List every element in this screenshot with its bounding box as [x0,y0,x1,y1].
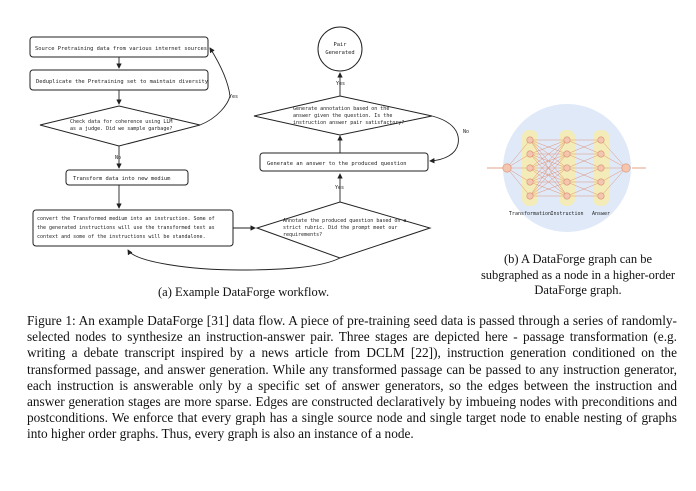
network-label-transformation: Transformation [509,211,551,217]
network-edge [566,181,602,197]
svg-text:Check data for coherence using: Check data for coherence using LLM [70,119,172,125]
network-node [597,150,605,158]
network-edge [566,153,602,169]
network-source-node [502,163,512,173]
network-node [563,136,571,144]
svg-text:Transform data into new medium: Transform data into new medium [73,176,170,182]
network-graph: Transformation Instruction Answer [487,104,646,232]
network-node [526,164,534,172]
network-node [563,192,571,200]
label-yes-annotate: Yes [335,185,344,191]
box-transform: Transform data into new medium [65,169,189,186]
network-target-node [621,163,631,173]
label-no-coherence: No [115,155,121,161]
network-node [563,150,571,158]
svg-text:context and some of the instru: context and some of the instructions wil… [37,234,206,240]
svg-text:Deduplicate the Pretraining se: Deduplicate the Pretraining set to maint… [36,79,209,85]
network-edge [566,139,602,155]
box-convert-instruction: convert the Transformed medium into an i… [32,209,234,247]
svg-text:requirements?: requirements? [283,232,322,238]
svg-text:convert the Transformed medium: convert the Transformed medium into an i… [37,216,215,222]
network-node [597,192,605,200]
network-edge [600,167,627,197]
network-node [526,136,534,144]
svg-text:Source Pretraining data from v: Source Pretraining data from various int… [35,46,207,52]
network-node [597,178,605,186]
svg-text:Generate an answer to the prod: Generate an answer to the produced quest… [267,161,407,167]
svg-text:Generate annotation based on t: Generate annotation based on the [293,106,389,112]
svg-text:Annotate the produced question: Annotate the produced question based on … [283,218,406,224]
network-edge [529,167,568,197]
network-edge [506,167,531,197]
dataforge-workflow-figure: Source Pretraining data from various int… [29,26,646,271]
network-node [526,192,534,200]
svg-text:as a judge. Did we sample garb: as a judge. Did we sample garbage? [70,126,172,132]
network-node [563,164,571,172]
network-node [597,164,605,172]
diamond-coherence: Check data for coherence using LLM as a … [39,105,201,147]
label-no-answer: No [463,129,469,135]
network-edge [506,139,531,169]
box-deduplicate: Deduplicate the Pretraining set to maint… [29,69,209,91]
diamond-answer-check: Generate annotation based on the answer … [253,95,433,136]
network-edge [529,139,568,155]
network-edge [600,139,627,169]
network-edge [529,139,568,183]
svg-text:answer given the question. Is: answer given the question. Is the [293,113,392,119]
figure-caption: Figure 1: An example DataForge [31] data… [27,313,677,442]
label-yes-answer: Yes [336,81,345,87]
network-edge [529,181,568,197]
circle-pair-generated: Pair Generated [317,26,363,72]
network-label-instruction: Instruction [550,211,583,217]
network-edge [600,153,627,169]
network-edge [529,139,568,169]
subcaption-a: (a) Example DataForge workflow. [158,285,330,299]
network-edge [529,139,568,197]
box-generate-answer: Generate an answer to the produced quest… [259,152,429,172]
network-node [597,136,605,144]
svg-text:Pair: Pair [334,42,348,48]
network-edge [600,167,627,183]
svg-text:instruction answer pair satisf: instruction answer pair satisfactory? [293,120,404,126]
label-yes-coherence: Yes [229,94,238,100]
svg-text:Generated: Generated [325,50,354,56]
subcaption-b: (b) A DataForge graph can be subgraphed … [480,252,676,297]
network-node [526,150,534,158]
network-node [563,178,571,186]
svg-text:the generated instructions wil: the generated instructions will use the … [37,225,215,231]
network-label-answer: Answer [592,211,610,217]
svg-text:strict rubric. Did the prompt: strict rubric. Did the prompt meet our [283,225,397,231]
network-edge [566,167,602,183]
network-edge [529,153,568,197]
box-source: Source Pretraining data from various int… [29,36,209,58]
network-node [526,178,534,186]
diamond-annotate: Annotate the produced question based on … [255,201,432,259]
